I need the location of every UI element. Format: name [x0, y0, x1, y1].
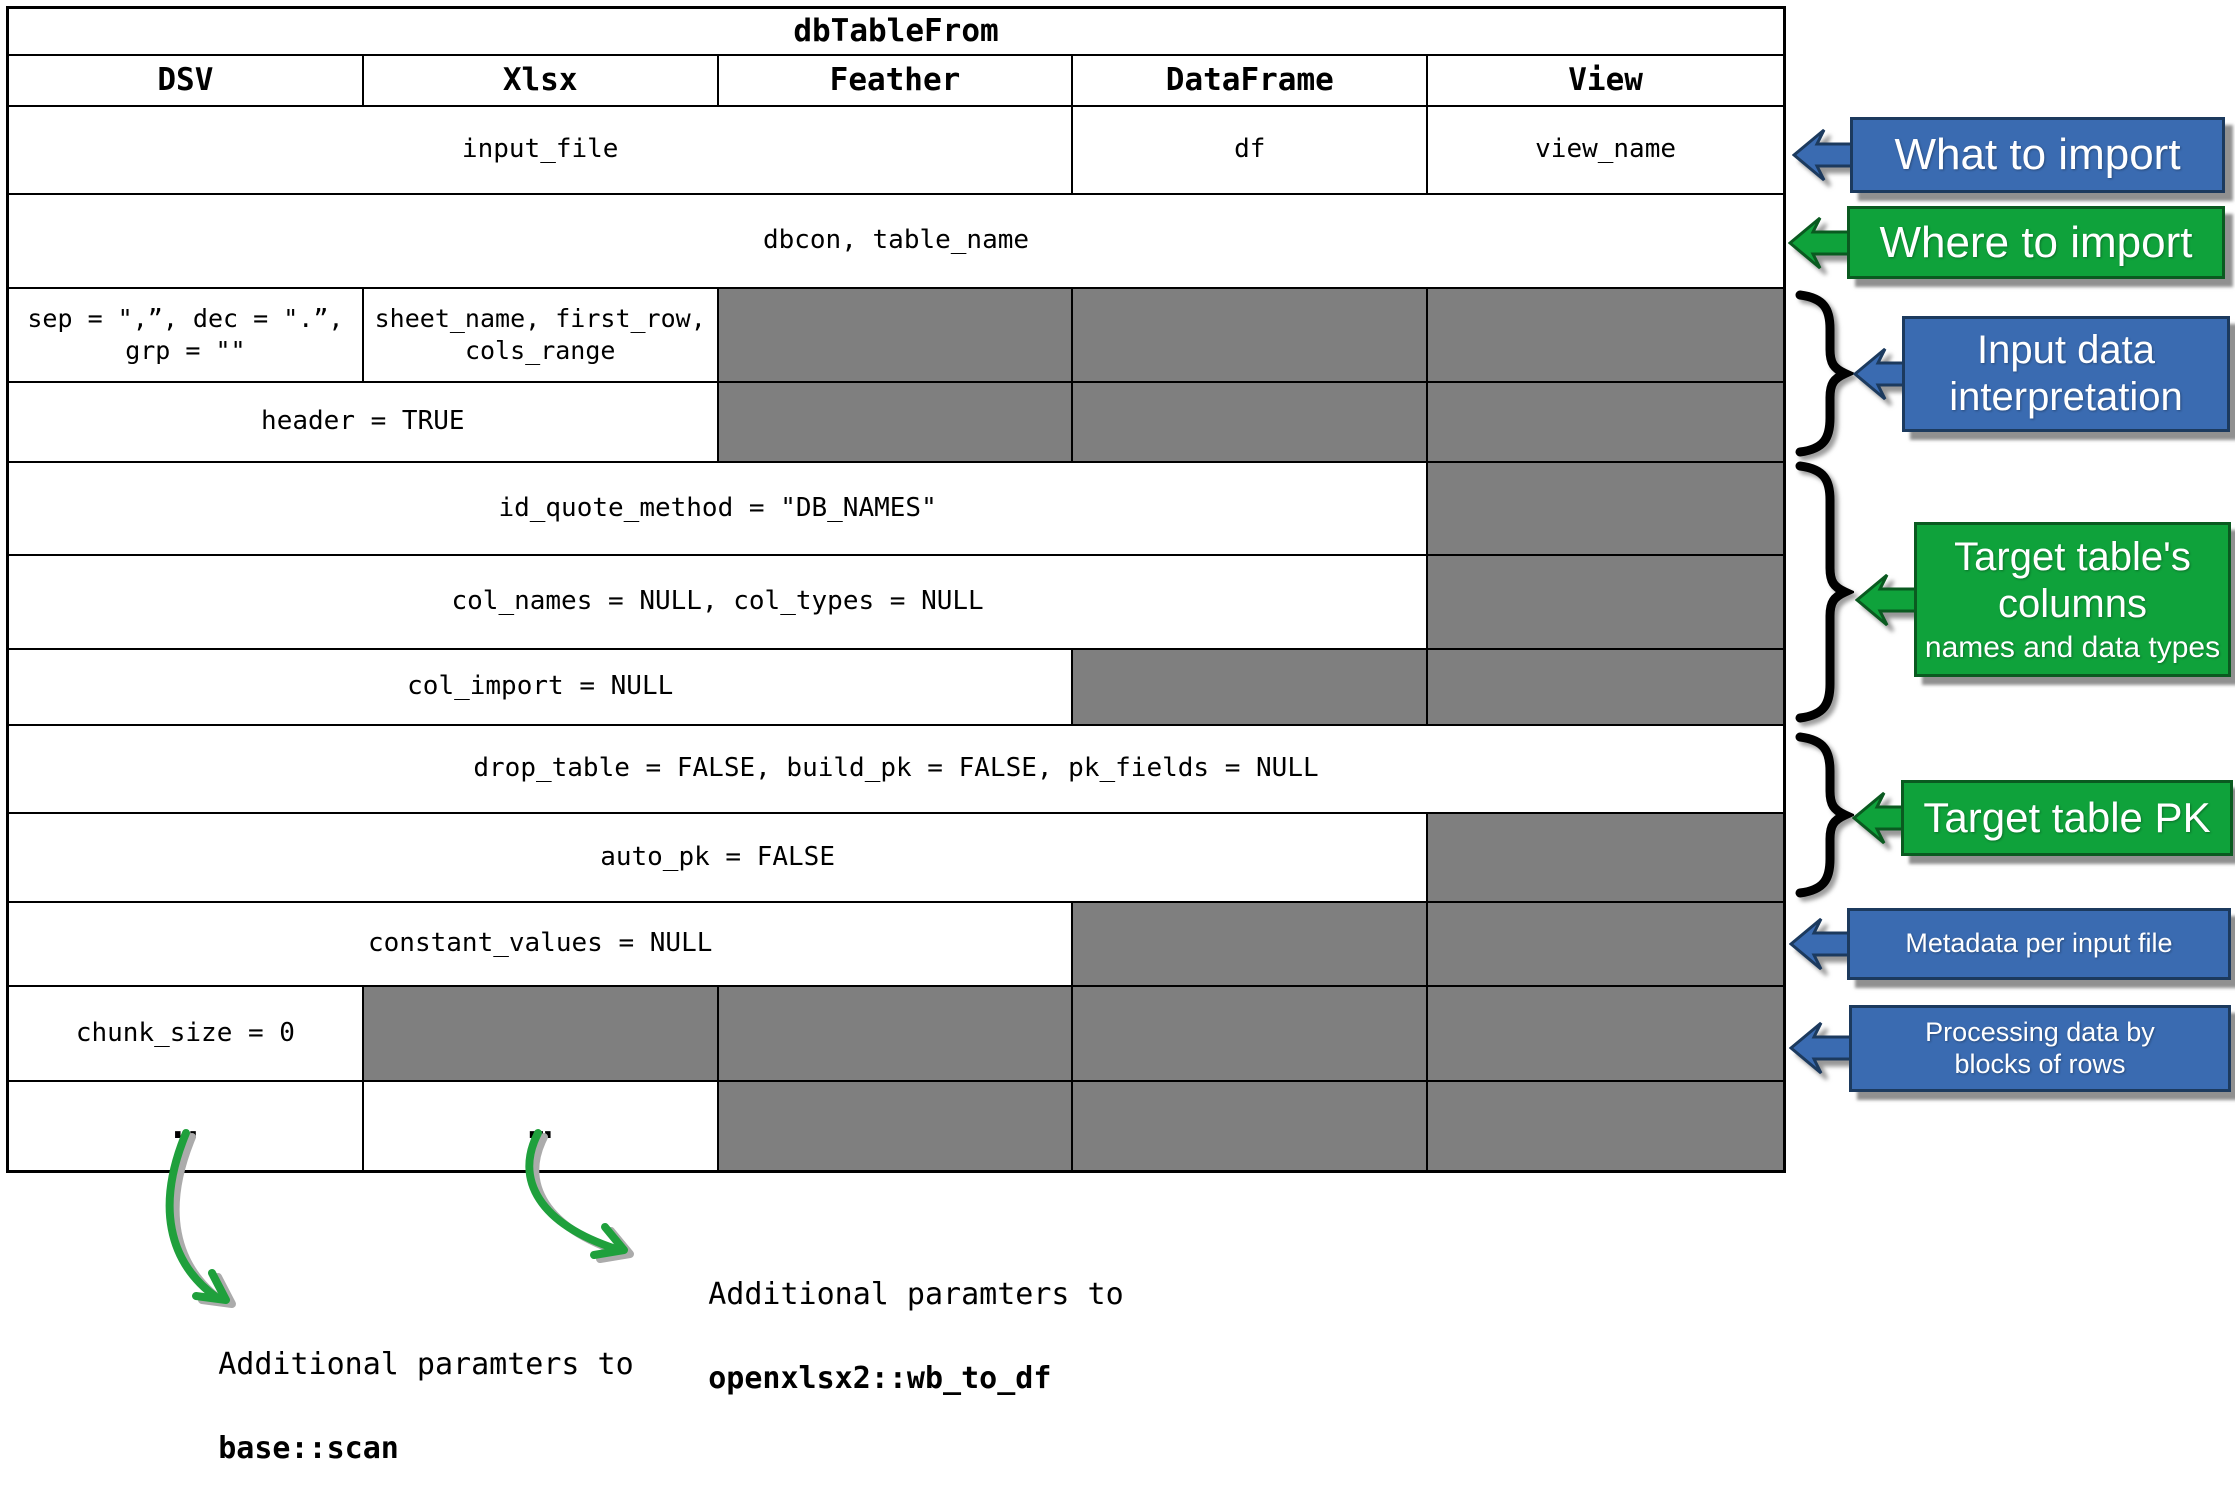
footnote-scan-line1: Additional paramters to: [218, 1347, 634, 1382]
callout-box: Where to import: [1847, 206, 2225, 279]
brace-icon: [1795, 461, 1854, 723]
left-block-arrow-icon: [1853, 347, 1908, 401]
param-cell: col_import = NULL: [9, 650, 1074, 724]
brace-icon: [1795, 290, 1854, 457]
param-cell: input_file: [9, 107, 1074, 193]
table-row: dbTableFrom: [9, 9, 1783, 56]
column-header-feather: Feather: [718, 56, 1074, 105]
na-cell: [1428, 1082, 1783, 1170]
footnote-scan-line2: base::scan: [218, 1431, 399, 1466]
footnote-wb-to-df: Additional paramters to openxlsx2::wb_to…: [636, 1232, 1124, 1442]
na-cell: [1073, 987, 1429, 1080]
callout-box: Target table PK: [1901, 780, 2233, 856]
param-cell: auto_pk = FALSE: [9, 814, 1429, 901]
footnote-scan: Additional paramters to base::scan: [146, 1302, 634, 1512]
footnote-wb-line1: Additional paramters to: [708, 1277, 1124, 1312]
na-cell: [1428, 556, 1783, 648]
column-header-xlsx: Xlsx: [363, 56, 719, 105]
left-block-arrow-icon: [1855, 573, 1920, 627]
callout-box: Metadata per input file: [1847, 908, 2231, 980]
callout-label: Target table's columns: [1954, 534, 2191, 626]
column-header-view: View: [1428, 56, 1783, 105]
na-cell: [1428, 903, 1783, 985]
na-cell: [1073, 903, 1429, 985]
na-cell: [1428, 814, 1783, 901]
param-cell: drop_table = FALSE, build_pk = FALSE, pk…: [9, 726, 1783, 812]
param-cell: header = TRUE: [9, 383, 719, 461]
callout-box: Target table's columns names and data typ…: [1914, 522, 2231, 677]
table-row: col_import = NULL: [9, 650, 1783, 726]
column-header-dataframe: DataFrame: [1073, 56, 1429, 105]
brace-icon: [1795, 732, 1854, 898]
param-cell: df: [1073, 107, 1429, 193]
na-cell: [363, 987, 719, 1080]
table-row: auto_pk = FALSE: [9, 814, 1783, 903]
na-cell: [718, 1082, 1074, 1170]
table-row: col_names = NULL, col_types = NULL: [9, 556, 1783, 650]
na-cell: [1428, 650, 1783, 724]
na-cell: [1428, 289, 1783, 381]
na-cell: [1428, 383, 1783, 461]
param-cell: view_name: [1428, 107, 1783, 193]
callout-box: What to import: [1850, 117, 2225, 193]
param-cell: sep = ",”, dec = ".”, grp = "": [9, 289, 364, 381]
table-row: sep = ",”, dec = ".”, grp = ""sheet_name…: [9, 289, 1783, 383]
table-row: dbcon, table_name: [9, 195, 1783, 289]
na-cell: [1073, 1082, 1429, 1170]
table-row: drop_table = FALSE, build_pk = FALSE, pk…: [9, 726, 1783, 814]
table-row: header = TRUE: [9, 383, 1783, 463]
callout-label: Metadata per input file: [1905, 928, 2173, 959]
callout-box: Input data interpretation: [1902, 316, 2230, 432]
param-cell: sheet_name, first_row, cols_range: [363, 289, 719, 381]
left-block-arrow-icon: [1852, 791, 1907, 845]
table-row: ……: [9, 1082, 1783, 1170]
callout-label: Target table PK: [1923, 794, 2211, 842]
na-cell: [1073, 383, 1429, 461]
na-cell: [718, 987, 1074, 1080]
table-row: id_quote_method = "DB_NAMES": [9, 463, 1783, 556]
callout-box: Processing data by blocks of rows: [1849, 1005, 2231, 1092]
param-cell: dbcon, table_name: [9, 195, 1783, 287]
left-block-arrow-icon: [1788, 216, 1853, 270]
callout-label: What to import: [1894, 130, 2181, 180]
param-cell: col_names = NULL, col_types = NULL: [9, 556, 1429, 648]
callout-label: Input data interpretation: [1949, 327, 2183, 419]
column-header-dsv: DSV: [9, 56, 364, 105]
param-cell: chunk_size = 0: [9, 987, 364, 1080]
left-block-arrow-icon: [1792, 128, 1856, 182]
left-block-arrow-icon: [1789, 917, 1853, 971]
callout-sublabel: names and data types: [1924, 630, 2221, 664]
na-cell: [718, 383, 1074, 461]
table-row: constant_values = NULL: [9, 903, 1783, 987]
param-cell: …: [9, 1082, 364, 1170]
param-cell: …: [363, 1082, 719, 1170]
callout-label: Where to import: [1879, 217, 2193, 267]
na-cell: [1428, 463, 1783, 554]
param-cell: constant_values = NULL: [9, 903, 1074, 985]
callout-label: Processing data by blocks of rows: [1925, 1016, 2155, 1079]
na-cell: [718, 289, 1074, 381]
param-cell: id_quote_method = "DB_NAMES": [9, 463, 1429, 554]
table-title: dbTableFrom: [9, 9, 1783, 54]
na-cell: [1073, 289, 1429, 381]
na-cell: [1073, 650, 1429, 724]
table-row: chunk_size = 0: [9, 987, 1783, 1082]
left-block-arrow-icon: [1789, 1021, 1855, 1075]
na-cell: [1428, 987, 1783, 1080]
footnote-wb-line2: openxlsx2::wb_to_df: [708, 1361, 1052, 1396]
